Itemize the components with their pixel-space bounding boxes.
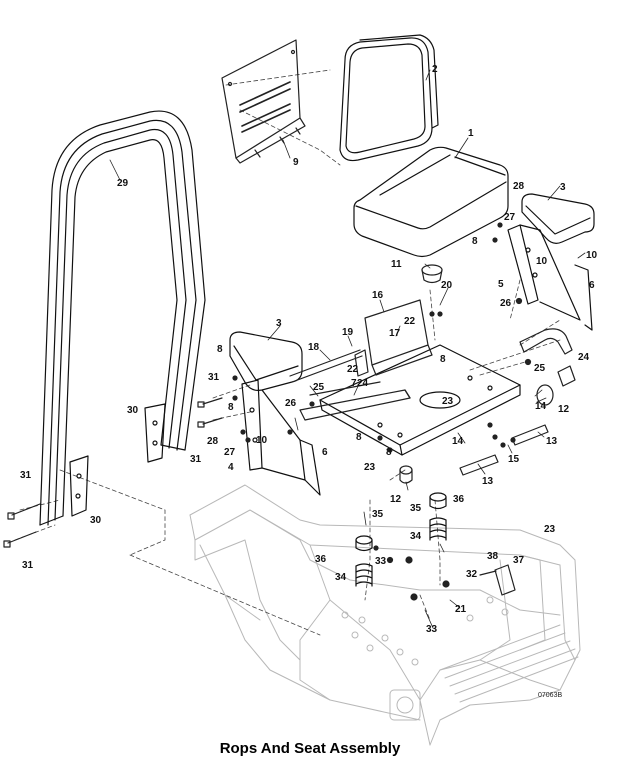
callout-10: 10 [256,435,268,446]
callout-20: 20 [441,280,453,291]
callout-18: 18 [308,342,320,353]
callout-32: 32 [466,569,478,580]
callout-10: 10 [586,250,598,261]
callout-3: 3 [560,182,566,193]
callout-leaders [109,69,586,629]
rod-18 [289,349,363,383]
assembly-leader-lines [14,69,561,636]
callout-33: 33 [375,556,387,567]
callout-8: 8 [386,447,392,458]
callout-26: 26 [285,398,297,409]
callout-7: 7 [351,378,357,389]
callout-9: 9 [293,157,299,168]
callout-1: 1 [468,128,474,139]
callout-26: 26 [500,298,512,309]
callout-30: 30 [90,515,102,526]
diagram-caption: Rops And Seat Assembly [219,740,401,757]
callout-6: 6 [589,280,595,291]
callout-12: 12 [390,494,402,505]
callout-23: 23 [364,462,376,473]
callout-25: 25 [313,382,325,393]
callout-27: 27 [224,447,236,458]
callout-35: 35 [410,503,422,514]
bolts-13 [459,424,549,476]
callout-5: 5 [498,279,504,290]
callout-34: 34 [410,531,422,542]
callout-38: 38 [487,551,499,562]
callout-29: 29 [117,178,129,189]
isolators-12 [399,384,554,484]
callout-34: 34 [335,572,347,583]
callout-27: 27 [504,212,516,223]
callout-28: 28 [207,436,219,447]
callout-30: 30 [127,405,139,416]
callout-8: 8 [356,432,362,443]
callout-8: 8 [440,354,446,365]
seat-bracket [354,299,433,377]
isolator-11 [421,264,443,284]
callout-16: 16 [372,290,384,301]
callout-13: 13 [546,436,558,447]
callout-31: 31 [208,372,220,383]
callout-6: 6 [322,447,328,458]
callout-11: 11 [391,259,402,270]
bolts-31 [3,397,223,548]
right-armrest [507,193,595,331]
seat-slide-rails [299,381,411,421]
spring-isolators [355,492,447,587]
callout-36: 36 [453,494,465,505]
callout-4: 4 [228,462,234,473]
callout-13: 13 [482,476,494,487]
chassis-frame [189,484,581,746]
callout-25: 25 [534,363,546,374]
callout-28: 28 [513,181,525,192]
small-hardware [232,222,532,601]
callout-8: 8 [472,236,478,247]
callout-14: 14 [535,401,547,412]
seat-shield [221,39,306,164]
callout-23: 23 [442,396,454,407]
bracket-37 [479,564,516,596]
callout-24: 24 [357,378,369,389]
callout-14: 14 [452,436,464,447]
callout-10: 10 [536,256,548,267]
rops-bar [39,110,206,526]
figure-code: 07063B [538,692,563,699]
callout-23: 23 [544,524,556,535]
seat-base-plate [319,344,521,456]
callout-22: 22 [404,316,416,327]
callout-17: 17 [389,328,401,339]
seat-back [339,34,439,162]
callout-33: 33 [426,624,438,635]
callout-8: 8 [228,402,234,413]
callout-8: 8 [217,344,223,355]
callout-21: 21 [455,604,467,615]
seat-cushion [353,146,509,258]
callout-35: 35 [372,509,384,520]
callout-22: 22 [347,364,359,375]
callout-24: 24 [578,352,590,363]
callout-labels: 1 2 3 3 4 5 6 6 7 8 8 8 8 8 8 9 10 10 10… [20,64,598,635]
callout-31: 31 [22,560,34,571]
callout-37: 37 [513,555,525,566]
callout-12: 12 [558,404,570,415]
callout-31: 31 [20,470,32,481]
callout-15: 15 [508,454,520,465]
callout-2: 2 [432,64,438,75]
lever-24 [519,328,576,387]
callout-3: 3 [276,318,282,329]
callout-19: 19 [342,327,354,338]
callout-36: 36 [315,554,327,565]
callout-31: 31 [190,454,202,465]
